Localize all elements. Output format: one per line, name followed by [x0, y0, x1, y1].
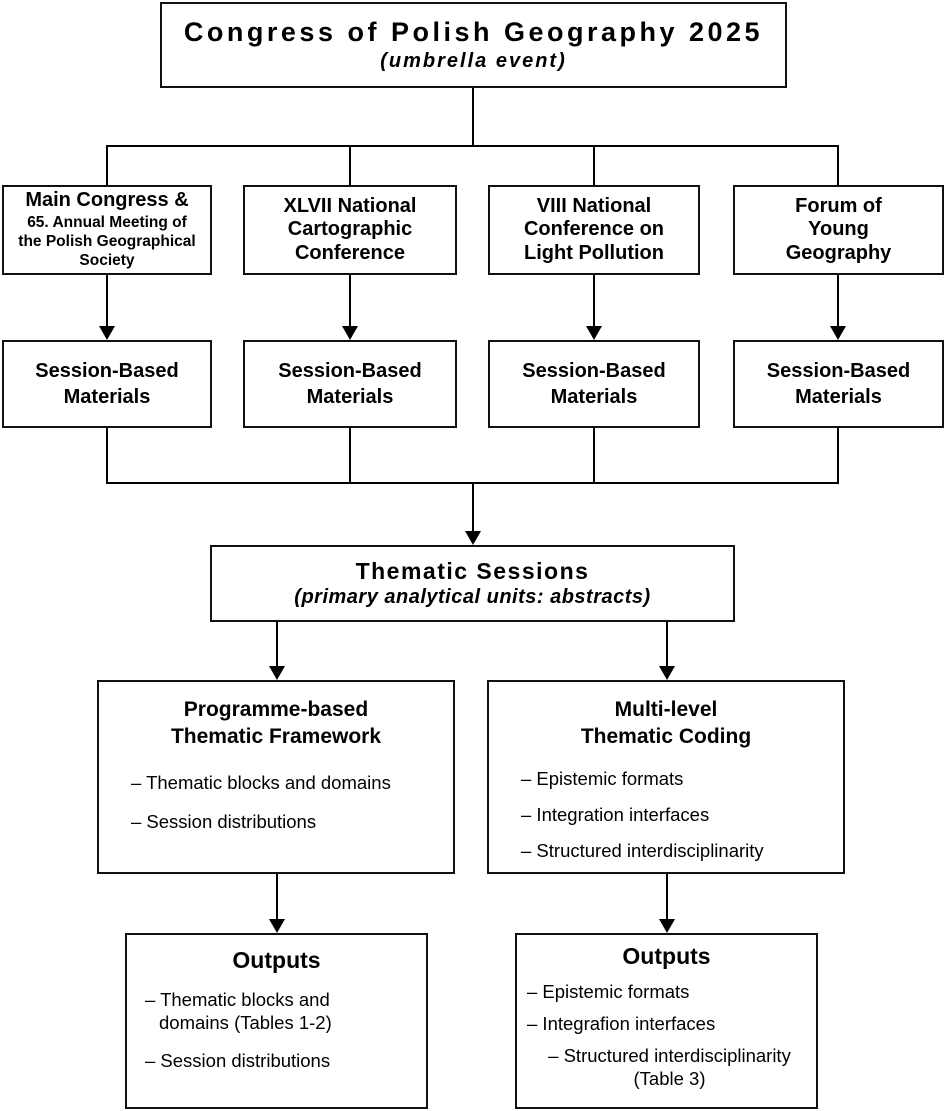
connector-session-merge-3 [593, 428, 595, 484]
output-bullet: – Epistemic formats [527, 981, 690, 1002]
output-bullet: – Thematic blocks and domains (Tables 1-… [145, 989, 332, 1034]
connector-root-stem [472, 88, 474, 146]
session-materials-label: Session-Based Materials [766, 360, 911, 408]
root-event-title: Congress of Polish Geography 2025 [183, 16, 764, 47]
outputs-box-coding: Outputs – Epistemic formats – Integrafio… [515, 933, 818, 1109]
event-title: VIII National Conference on Light Pollut… [523, 194, 665, 264]
session-materials-label: Session-Based Materials [522, 360, 666, 408]
connector-framework-output-1 [276, 874, 278, 921]
event-box-light-pollution-conference: VIII National Conference on Light Pollut… [488, 185, 700, 275]
connector-session-merge-1 [106, 428, 108, 484]
thematic-sessions-title: Thematic Sessions [355, 557, 590, 584]
event-box-cartographic-conference: XLVII National Cartographic Conference [243, 185, 457, 275]
event-box-forum-young-geography: Forum of Young Geography [733, 185, 944, 275]
session-materials-box-1: Session-Based Materials [2, 340, 212, 428]
connector-framework-output-2 [666, 874, 668, 921]
session-materials-box-3: Session-Based Materials [488, 340, 700, 428]
root-event-subtitle: (umbrella event) [380, 50, 567, 73]
connector-thematic-framework-1 [276, 622, 278, 669]
arrowhead-down-icon [830, 326, 846, 340]
coding-bullet: – Epistemic formats [521, 767, 684, 789]
outputs-title: Outputs [622, 943, 711, 969]
connector-drop-2 [349, 145, 351, 186]
event-box-main-congress: Main Congress & 65. Annual Meeting of th… [2, 185, 212, 275]
root-event-box: Congress of Polish Geography 2025 (umbre… [160, 2, 787, 88]
outputs-box-programme: Outputs – Thematic blocks and domains (T… [125, 933, 428, 1109]
connector-drop-4 [837, 145, 839, 186]
coding-bullet: – Structured interdisciplinarity [521, 839, 764, 861]
arrowhead-down-icon [586, 326, 602, 340]
arrowhead-down-icon [465, 531, 481, 545]
thematic-sessions-box: Thematic Sessions (primary analytical un… [210, 545, 735, 622]
connector-event-session-4 [837, 275, 839, 329]
arrowhead-down-icon [659, 666, 675, 680]
connector-merge-stem [472, 482, 474, 533]
output-bullet: – Session distributions [145, 1050, 331, 1072]
connector-thematic-framework-2 [666, 622, 668, 669]
arrowhead-down-icon [99, 326, 115, 340]
programme-framework-box: Programme-based Thematic Framework – The… [97, 680, 455, 874]
event-title: Main Congress & [25, 189, 189, 212]
programme-framework-title: Programme-based Thematic Framework [170, 698, 382, 749]
framework-bullet: – Session distributions [131, 810, 317, 832]
thematic-sessions-subtitle: (primary analytical units: abstracts) [294, 586, 651, 609]
output-bullet: – Integrafion interfaces [527, 1013, 716, 1035]
arrowhead-down-icon [269, 666, 285, 680]
outputs-title: Outputs [232, 947, 321, 973]
connector-distribution-line [106, 145, 839, 147]
session-materials-box-4: Session-Based Materials [733, 340, 944, 428]
connector-drop-3 [593, 145, 595, 186]
connector-session-merge-4 [837, 428, 839, 484]
event-title: XLVII National Cartographic Conference [283, 194, 417, 264]
multilevel-coding-title: Multi-level Thematic Coding [580, 698, 752, 749]
session-materials-label: Session-Based Materials [278, 360, 422, 408]
arrowhead-down-icon [659, 919, 675, 933]
framework-bullet: – Thematic blocks and domains [131, 771, 391, 793]
arrowhead-down-icon [342, 326, 358, 340]
connector-session-merge-2 [349, 428, 351, 484]
event-title: Forum of Young Geography [785, 194, 892, 264]
connector-event-session-3 [593, 275, 595, 329]
connector-event-session-1 [106, 275, 108, 329]
coding-bullet: – Integration interfaces [521, 803, 710, 825]
session-materials-label: Session-Based Materials [35, 360, 179, 408]
output-bullet: – Structured interdisciplinarity (Table … [548, 1045, 791, 1090]
session-materials-box-2: Session-Based Materials [243, 340, 457, 428]
multilevel-coding-box: Multi-level Thematic Coding – Epistemic … [487, 680, 845, 874]
arrowhead-down-icon [269, 919, 285, 933]
event-subtitle: 65. Annual Meeting of the Polish Geograp… [18, 213, 196, 269]
connector-event-session-2 [349, 275, 351, 329]
connector-drop-1 [106, 145, 108, 186]
